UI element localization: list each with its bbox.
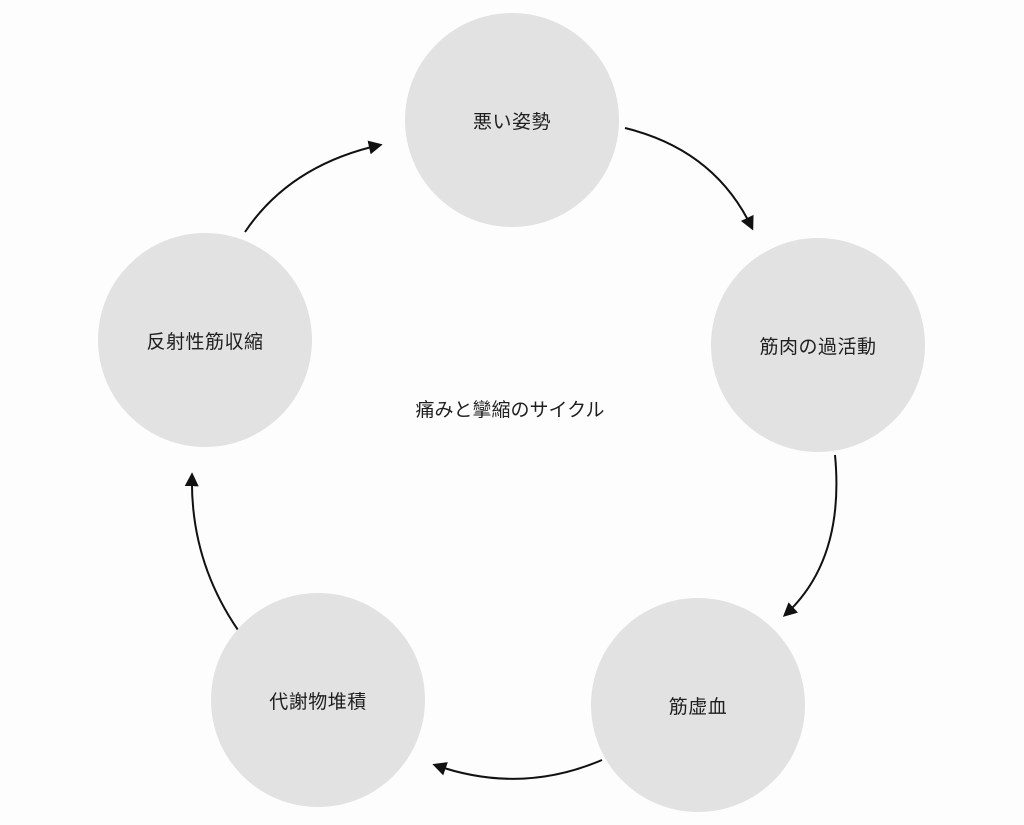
arrow-ischemia-to-metabolites [432, 759, 603, 780]
node-label: 反射性筋収縮 [146, 330, 264, 353]
node-label: 悪い姿勢 [472, 110, 551, 133]
node-muscle-overactivity: 筋肉の過活動 [711, 238, 925, 452]
node-bad-posture: 悪い姿勢 [405, 13, 619, 227]
node-muscle-ischemia: 筋虚血 [591, 598, 805, 812]
arrow-reflex-to-posture [244, 140, 383, 233]
node-metabolite-accumulation: 代謝物堆積 [211, 593, 425, 807]
diagram-title: 痛みと攣縮のサイクル [415, 399, 605, 421]
node-label: 代謝物堆積 [269, 690, 367, 713]
node-label: 筋虚血 [668, 695, 728, 718]
arrow-metabolites-to-reflex [184, 472, 239, 631]
arrow-overactivity-to-ischemia [782, 454, 838, 617]
arrow-posture-to-overactivity [624, 127, 754, 231]
node-reflex-contraction: 反射性筋収縮 [98, 233, 312, 447]
node-label: 筋肉の過活動 [759, 335, 877, 358]
